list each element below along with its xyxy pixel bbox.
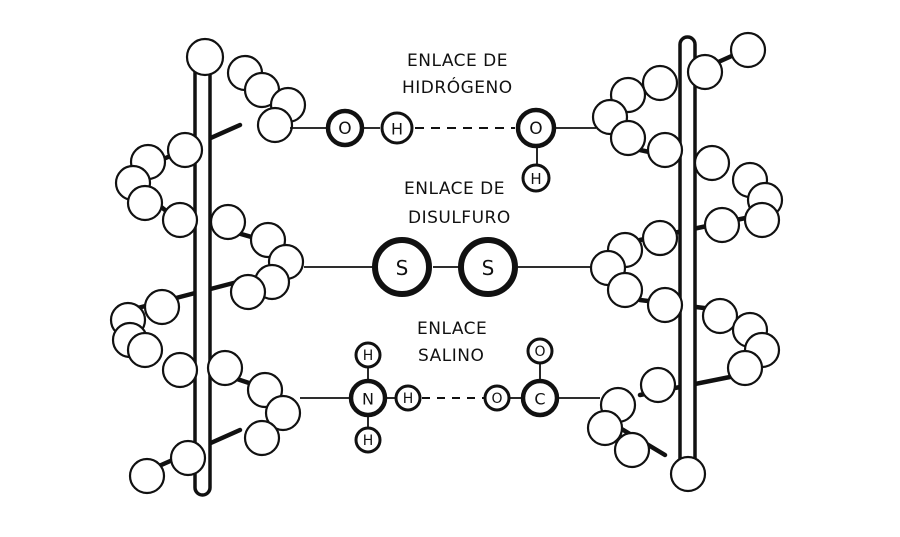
sulfur-label: S bbox=[482, 256, 495, 280]
sulfur-label: S bbox=[396, 256, 409, 280]
sulfur-atom-left bbox=[372, 237, 432, 297]
oxygen-atom-left bbox=[325, 108, 365, 148]
hydrogen-atom bbox=[380, 111, 414, 145]
hydrogen-bond-group: O H O H ENLACE DE HIDRÓGENO bbox=[290, 51, 596, 193]
nitrogen-atom bbox=[348, 378, 388, 418]
nitrogen-label: N bbox=[362, 390, 374, 409]
salt-bond-group: H N H H O O C ENLACE SALINO bbox=[300, 319, 600, 454]
oxygen-label: O bbox=[338, 119, 351, 139]
oxygen-atom-right bbox=[515, 107, 557, 149]
hydrogen-atom bbox=[354, 341, 382, 369]
oxygen-label: O bbox=[491, 391, 502, 407]
oxygen-atom bbox=[526, 337, 554, 365]
right-helix bbox=[586, 31, 784, 493]
carbon-atom bbox=[520, 378, 560, 418]
salt-bond-label-line2: SALINO bbox=[418, 346, 484, 366]
hydrogen-label: H bbox=[391, 120, 403, 139]
right-backbone bbox=[678, 35, 697, 479]
hydrogen-bond-label-line1: ENLACE DE bbox=[407, 51, 508, 71]
left-backbone bbox=[193, 53, 212, 497]
salt-bond-label-line1: ENLACE bbox=[417, 319, 487, 339]
disulfide-bond-group: S S ENLACE DE DISULFURO bbox=[304, 179, 592, 297]
hydrogen-label: H bbox=[363, 348, 374, 364]
hydrogen-atom bbox=[394, 384, 422, 412]
sulfur-atom-right bbox=[458, 237, 518, 297]
oxygen-atom bbox=[483, 384, 511, 412]
hydrogen-label: H bbox=[403, 391, 414, 407]
left-helix bbox=[109, 37, 307, 497]
oxygen-label: O bbox=[529, 119, 542, 139]
hydrogen-label: H bbox=[530, 170, 541, 188]
hydrogen-bond-label-line2: HIDRÓGENO bbox=[402, 76, 513, 98]
hydrogen-label: H bbox=[363, 433, 374, 449]
hydrogen-atom bbox=[521, 163, 551, 193]
oxygen-label: O bbox=[534, 344, 545, 360]
disulfide-bond-label-line1: ENLACE DE bbox=[404, 179, 505, 199]
carbon-label: C bbox=[534, 390, 545, 409]
disulfide-bond-label-line2: DISULFURO bbox=[408, 208, 511, 228]
hydrogen-atom bbox=[354, 426, 382, 454]
